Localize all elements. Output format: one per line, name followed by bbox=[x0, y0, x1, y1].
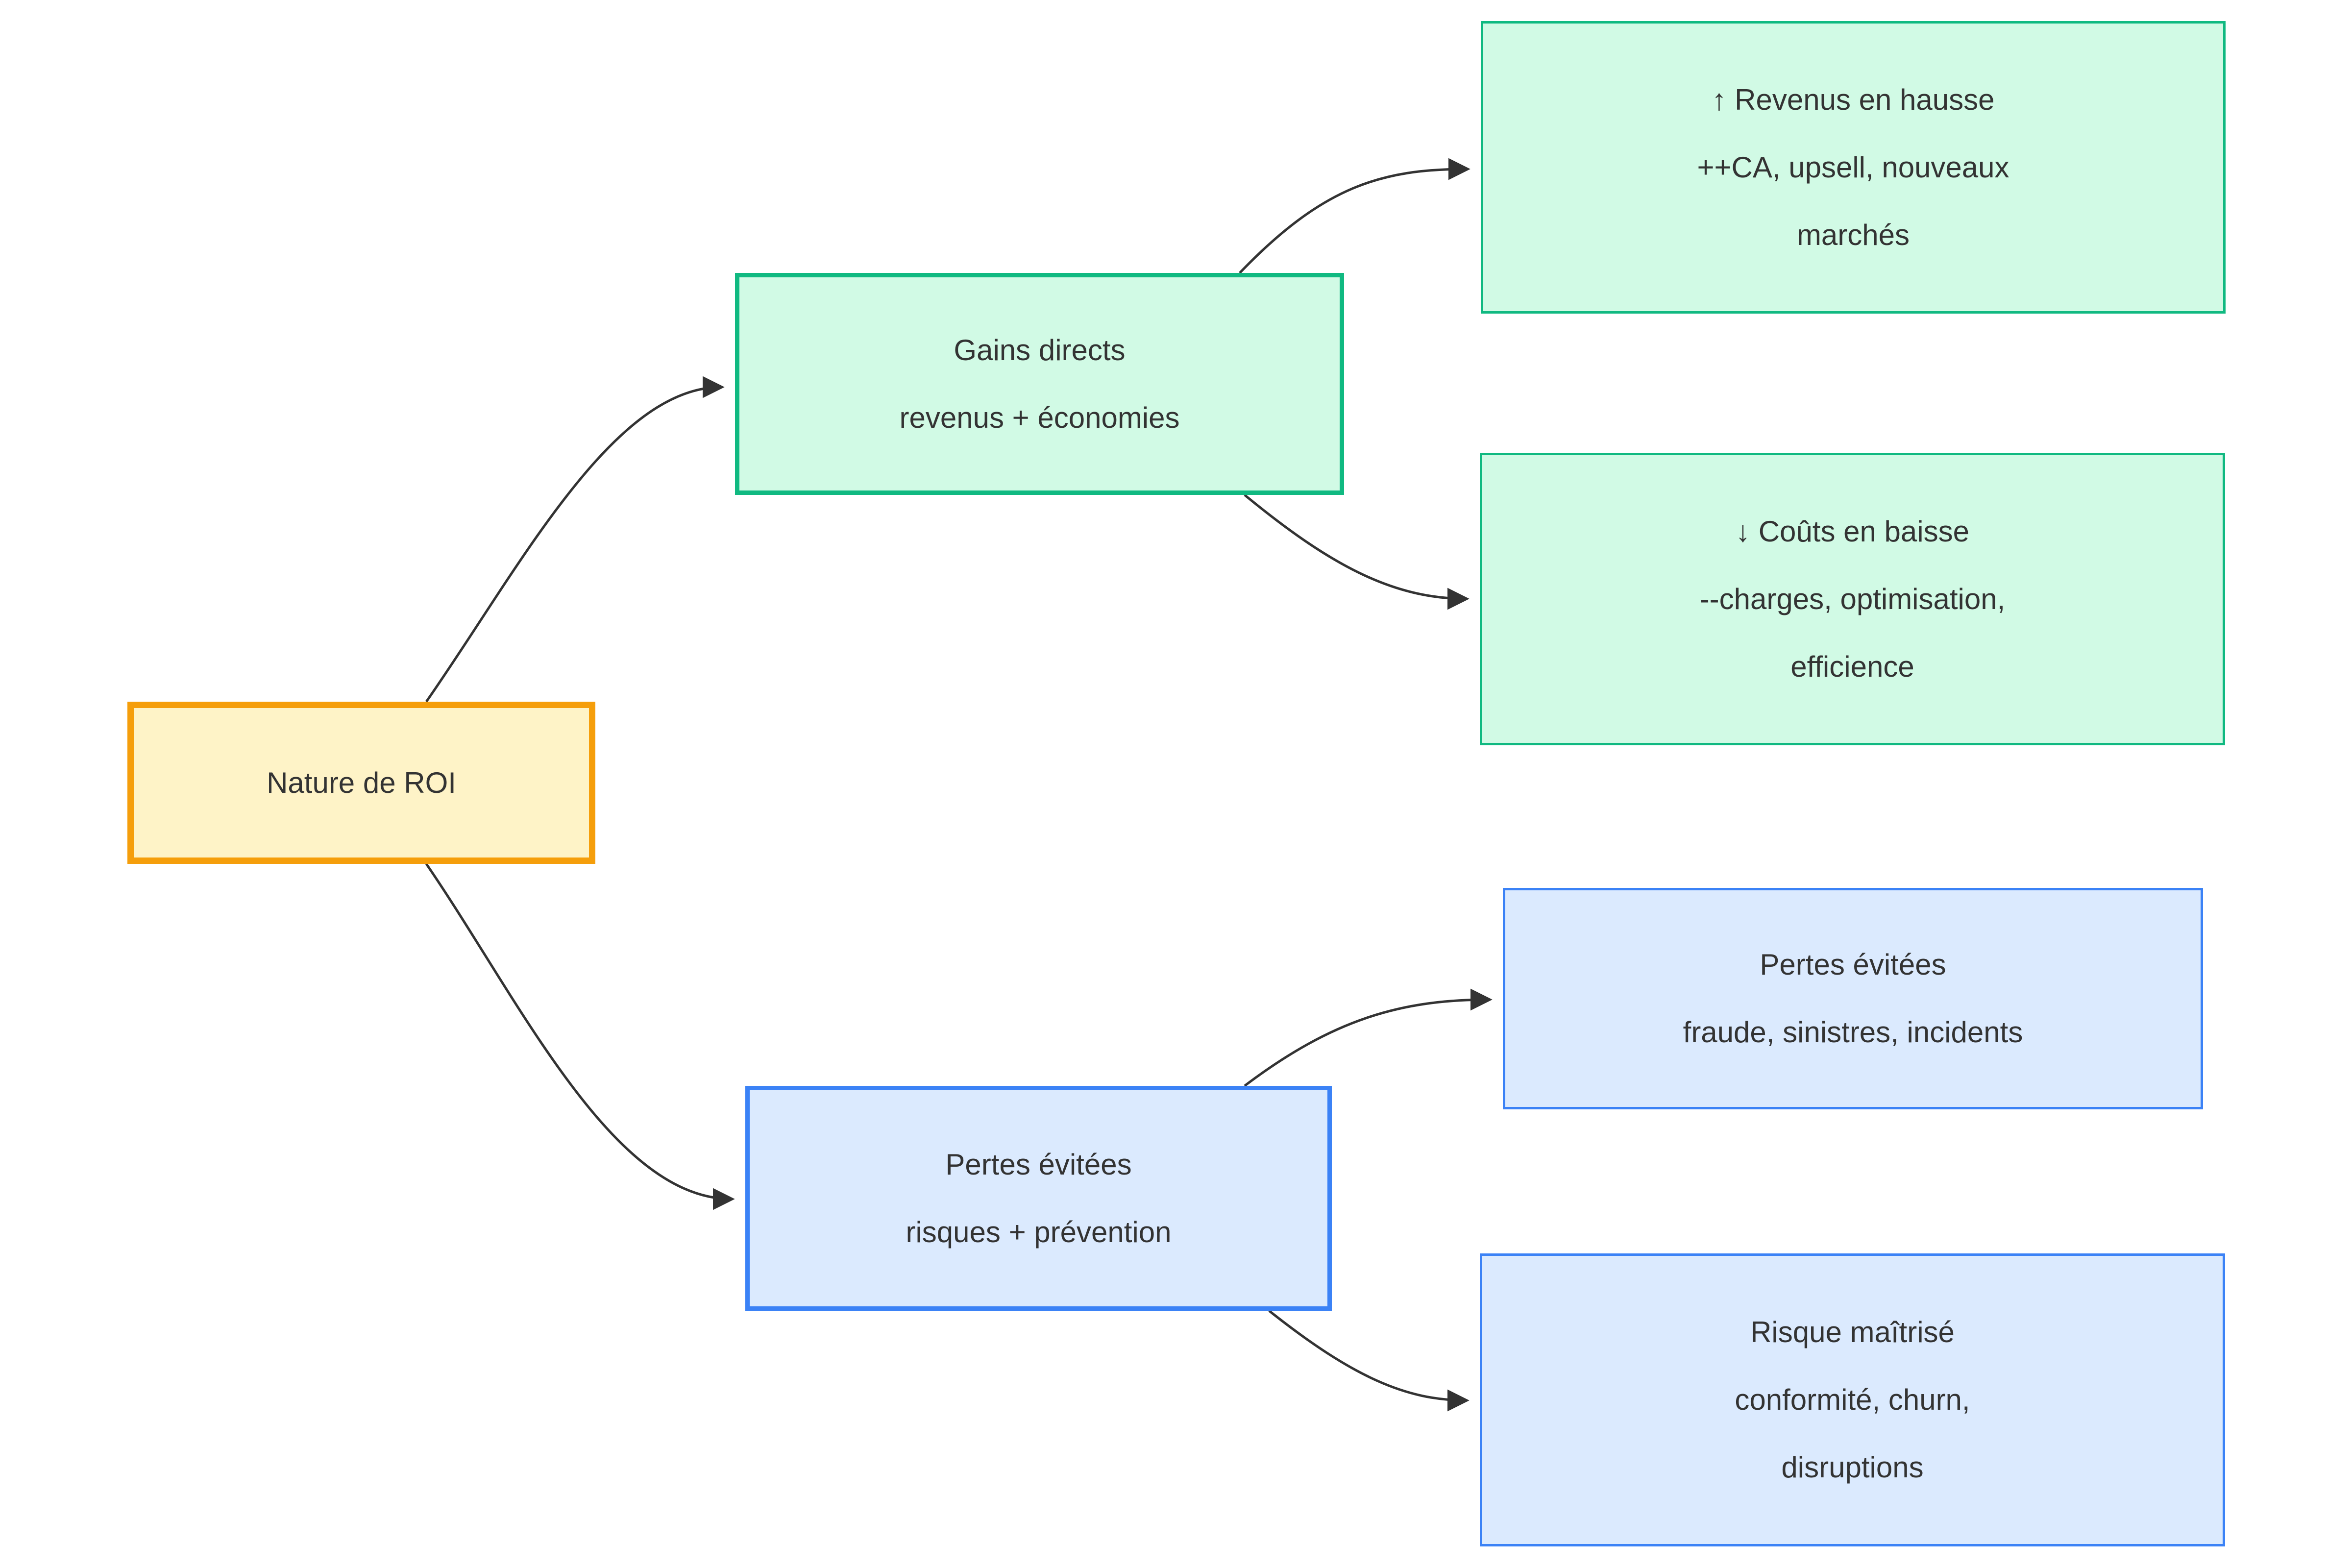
node-pertes-evitees-leaf: Pertes évitées fraude, sinistres, incide… bbox=[1503, 888, 2203, 1109]
edge-gains-to-couts bbox=[1244, 494, 1470, 610]
node-sublabel: marchés bbox=[1796, 218, 1910, 251]
node-label: Pertes évitées bbox=[945, 1148, 1132, 1181]
node-sublabel: fraude, sinistres, incidents bbox=[1683, 1016, 2023, 1049]
node-couts-en-baisse: ↓ Coûts en baisse --charges, optimisatio… bbox=[1480, 453, 2225, 745]
node-label: Gains directs bbox=[954, 333, 1126, 367]
edge-root-to-pertes bbox=[425, 863, 735, 1210]
node-label: ↓ Coûts en baisse bbox=[1736, 514, 1969, 548]
edge-pertes-to-fraude bbox=[1244, 988, 1493, 1087]
node-revenus-en-hausse: ↑ Revenus en hausse ++CA, upsell, nouvea… bbox=[1481, 21, 2226, 314]
node-risque-maitrise: Risque maîtrisé conformité, churn, disru… bbox=[1480, 1253, 2225, 1546]
node-pertes-evitees-branch: Pertes évitées risques + prévention bbox=[745, 1086, 1332, 1311]
node-sublabel: disruptions bbox=[1781, 1451, 1924, 1484]
node-sublabel: ++CA, upsell, nouveaux bbox=[1697, 150, 2009, 184]
edge-pertes-to-risque bbox=[1268, 1310, 1470, 1412]
node-sublabel: conformité, churn, bbox=[1735, 1383, 1970, 1416]
node-sublabel: risques + prévention bbox=[906, 1215, 1172, 1249]
node-label: Pertes évitées bbox=[1760, 948, 1946, 981]
node-sublabel: efficience bbox=[1790, 650, 1914, 683]
node-label: ↑ Revenus en hausse bbox=[1712, 83, 1995, 116]
edge-root-to-gains bbox=[425, 376, 725, 703]
node-nature-de-roi: Nature de ROI bbox=[127, 702, 595, 864]
node-label: Nature de ROI bbox=[267, 766, 456, 799]
node-sublabel: --charges, optimisation, bbox=[1699, 582, 2006, 615]
node-sublabel: revenus + économies bbox=[899, 401, 1180, 434]
node-gains-directs: Gains directs revenus + économies bbox=[735, 273, 1344, 495]
node-label: Risque maîtrisé bbox=[1750, 1316, 1955, 1348]
edge-gains-to-revenus bbox=[1239, 158, 1470, 274]
